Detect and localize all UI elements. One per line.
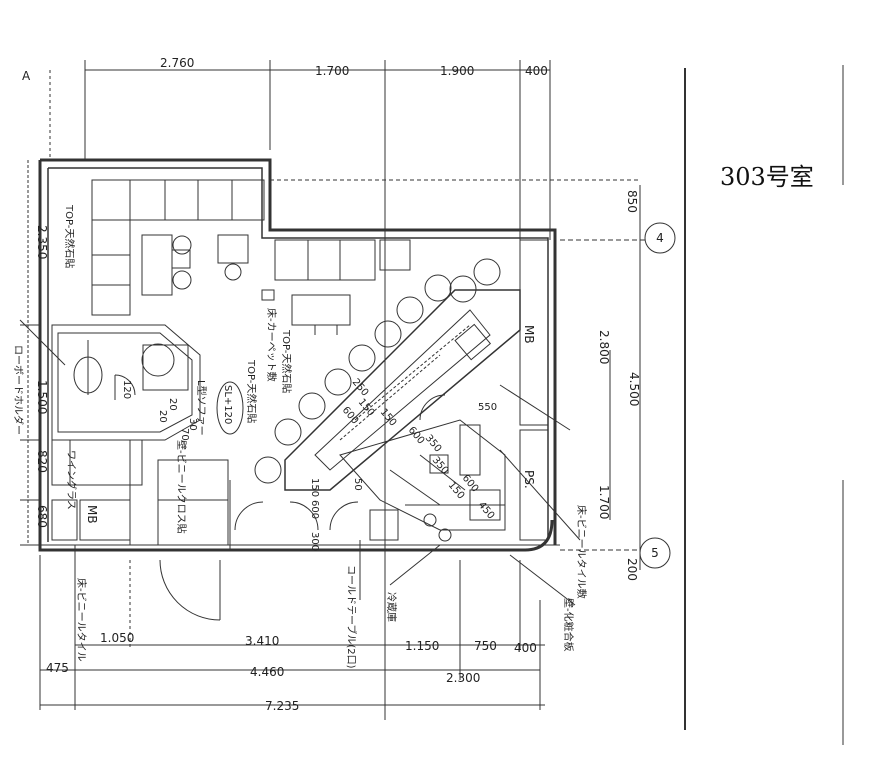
note-7: ローボードホルダー	[12, 345, 25, 435]
note-9: ワイングラス	[65, 450, 78, 510]
dim-right-4: 1.700	[597, 485, 611, 519]
counter-dim-3: 150	[378, 407, 399, 429]
dim-bottom-7: 4.460	[250, 665, 284, 679]
room-number-label: 303号室	[720, 163, 814, 191]
dim-left-1: 2.350	[35, 225, 49, 259]
note-8: 床-ビニールタイル	[75, 578, 88, 662]
counter-dim-12: 600	[309, 500, 320, 519]
dim-bottom-2: 3.410	[245, 634, 279, 648]
dim-right-5: 200	[625, 558, 639, 581]
grid-bubble-4	[644, 222, 676, 254]
sl-level-label: SL+120	[222, 385, 233, 424]
note-2: TOP-天然石貼	[280, 329, 293, 393]
ps-label: PS.	[522, 470, 536, 489]
dim-left-3: 820	[35, 450, 49, 473]
dim-right-1: 850	[625, 190, 639, 213]
counter-dim-14: 150	[309, 478, 320, 497]
grid-ref-a: A	[22, 69, 31, 83]
counter-dim-6: 350	[423, 433, 444, 455]
counter-dim-11: 550	[478, 402, 497, 413]
dim-bottom-8: 2.300	[446, 671, 480, 685]
note-4: TOP-天然石貼	[245, 359, 258, 423]
mb-label-left: MB	[85, 505, 99, 524]
note-11: 冷蔵庫	[385, 592, 398, 622]
dim-right-2: 2.800	[597, 330, 611, 364]
note-13: 壁-化粧合板	[562, 598, 575, 652]
dim-top-2: 1.700	[315, 64, 349, 78]
dim-bottom-6: 475	[46, 661, 69, 675]
dim-bottom-1: 1.050	[100, 631, 134, 645]
counter-dim-1: 250	[350, 377, 371, 399]
counter-dim-20: 70	[179, 428, 190, 441]
grid-bubble-5	[639, 537, 671, 569]
dim-right-3: 4.500	[627, 372, 641, 406]
counter-dim-10: 450	[476, 500, 497, 522]
counter-dim-4: 600	[340, 405, 361, 427]
mb-label-right: MB	[522, 325, 536, 344]
grid-ref-5: 5	[651, 546, 659, 560]
dim-bottom-4: 750	[474, 639, 497, 653]
dim-top-1: 2.760	[160, 56, 194, 70]
sl-level-ellipse	[216, 381, 244, 435]
note-6: 壁-ビニールクロス貼	[175, 440, 188, 534]
note-3: 床-カーペット敷	[265, 308, 278, 382]
dim-bottom-5: 400	[514, 641, 537, 655]
note-10: コールドテーブル(2口)	[345, 565, 358, 669]
counter-dim-19: 20	[157, 410, 168, 423]
counter-dim-17: 30	[187, 418, 198, 431]
counter-dim-13: 300	[309, 532, 320, 551]
counter-dim-5: 600	[406, 425, 427, 447]
dim-top-3: 1.900	[440, 64, 474, 78]
dim-left-4: 680	[35, 505, 49, 528]
counter-dim-15: 20	[167, 398, 178, 411]
counter-dim-16: 50	[352, 478, 363, 491]
dim-bottom-3: 1.150	[405, 639, 439, 653]
dim-left-2: 1.500	[35, 380, 49, 414]
note-1: TOP-天然石貼	[63, 204, 76, 268]
grid-ref-4: 4	[656, 231, 664, 245]
counter-dim-18: 120	[121, 380, 132, 399]
note-5: L型ソファー	[195, 380, 208, 436]
dim-top-4: 400	[525, 64, 548, 78]
note-12: 床-ビニールタイル敷	[575, 505, 588, 599]
dim-bottom-total: 7.235	[265, 699, 299, 713]
